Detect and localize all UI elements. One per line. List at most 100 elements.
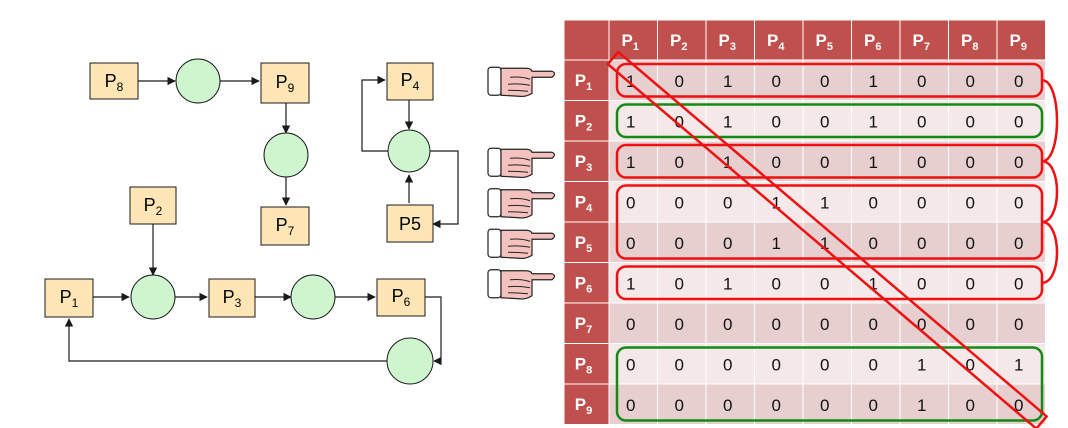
matrix-cell-value: 0 [626, 356, 635, 375]
matrix-cell-value: 1 [869, 275, 878, 294]
matrix-cell-value: 1 [626, 72, 635, 91]
matrix-cell-value: 1 [869, 113, 878, 132]
svg-text:P6: P6 [392, 286, 411, 309]
matrix-cell-value: 0 [820, 153, 829, 172]
matrix-cell-value: 0 [917, 315, 926, 334]
matrix-cell [657, 221, 707, 263]
matrix-cell-value: 0 [1014, 315, 1023, 334]
matrix-cell-value: 0 [723, 234, 732, 253]
matrix-cell [657, 383, 707, 425]
matrix-cell [705, 262, 755, 304]
pointing-hands [487, 66, 556, 300]
process-node-p9: P9 [260, 62, 310, 104]
matrix-cell-value: 0 [820, 113, 829, 132]
matrix-cell-value: 1 [869, 72, 878, 91]
pointing-hand-icon [487, 269, 556, 300]
svg-text:P2: P2 [144, 195, 163, 218]
group-connector [1041, 160, 1059, 224]
resource-node [263, 132, 309, 178]
matrix-cell [948, 383, 998, 425]
matrix-cell [802, 383, 852, 425]
green-group-outline [615, 103, 1044, 139]
column-header-cell [802, 19, 852, 61]
matrix-cell [996, 221, 1046, 263]
matrix-cell-value: 0 [723, 356, 732, 375]
matrix-cell-value: 1 [626, 153, 635, 172]
matrix-cell-value: 0 [675, 194, 684, 213]
matrix-cell-value: 1 [772, 234, 781, 253]
matrix-cell-value: 0 [1014, 153, 1023, 172]
column-header-cell [851, 19, 901, 61]
process-node-p2: P2 [129, 186, 177, 225]
column-header-label: P8 [961, 31, 978, 53]
matrix-cell-value: 0 [772, 315, 781, 334]
matrix-cell [851, 343, 901, 385]
matrix-cell [948, 302, 998, 344]
matrix-cell-value: 0 [820, 72, 829, 91]
process-node-p1: P1 [44, 278, 94, 318]
matrix-cell [899, 383, 949, 425]
column-header-cell [754, 19, 804, 61]
resource-node [290, 274, 336, 320]
matrix-cell [851, 59, 901, 101]
matrix-cell-value: 0 [966, 153, 975, 172]
matrix-cell-value: 0 [917, 153, 926, 172]
column-header-cell [948, 19, 998, 61]
svg-text:P9: P9 [276, 72, 295, 95]
process-node-p4: P4 [386, 62, 434, 101]
row-header-label: P5 [575, 233, 592, 255]
matrix-corner-cell [563, 19, 610, 61]
matrix-cell-value: 1 [820, 234, 829, 253]
matrix-cell-value: 1 [723, 113, 732, 132]
matrix-cell [948, 140, 998, 182]
matrix-cell [851, 181, 901, 223]
matrix-cell-value: 0 [966, 194, 975, 213]
matrix-cell-value: 0 [869, 194, 878, 213]
matrix-cell-value: 0 [917, 194, 926, 213]
row-header-cell [563, 59, 610, 101]
column-header-label: P3 [719, 31, 736, 53]
matrix-cell-value: 0 [626, 315, 635, 334]
matrix-cell-value: 1 [917, 356, 926, 375]
matrix-cell-value: 0 [869, 234, 878, 253]
matrix-cell [851, 262, 901, 304]
matrix-cell [899, 140, 949, 182]
matrix-cell-value: 0 [1014, 72, 1023, 91]
column-header-label: P7 [913, 31, 930, 53]
matrix-cell-value: 0 [966, 396, 975, 415]
matrix-cell-value: 1 [723, 153, 732, 172]
column-header-label: P6 [864, 31, 881, 53]
column-header-cell [996, 19, 1046, 61]
matrix-cell [851, 100, 901, 142]
matrix-cell [948, 100, 998, 142]
matrix-cell-value: 0 [820, 356, 829, 375]
matrix-cell [899, 181, 949, 223]
matrix-cell [657, 140, 707, 182]
diagonal-highlight [606, 50, 1048, 428]
matrix-cell-value: 0 [675, 396, 684, 415]
matrix-cell [754, 383, 804, 425]
matrix-cell-value: 0 [772, 72, 781, 91]
column-header-label: P5 [816, 31, 833, 53]
row-header-label: P9 [575, 395, 592, 417]
edge-p6-to-r6 [425, 296, 442, 366]
matrix-cell [657, 181, 707, 223]
matrix-cell [851, 140, 901, 182]
matrix-cell-value: 0 [1014, 234, 1023, 253]
row-header-cell [563, 140, 610, 182]
matrix-cell-value: 0 [820, 396, 829, 415]
matrix-cell-value: 0 [723, 315, 732, 334]
matrix-cell-value: 0 [1014, 275, 1023, 294]
green-group-outline [615, 346, 1044, 422]
matrix-cell-value: 0 [772, 153, 781, 172]
matrix-cell-value: 1 [723, 72, 732, 91]
matrix-cell [754, 302, 804, 344]
matrix-cell-value: 1 [1014, 356, 1023, 375]
matrix-cell-value: 0 [917, 72, 926, 91]
matrix-cell-value: 0 [966, 356, 975, 375]
matrix-cell [948, 181, 998, 223]
matrix-cell [996, 181, 1046, 223]
matrix-cell-value: 0 [966, 72, 975, 91]
matrix-cell-value: 1 [626, 113, 635, 132]
